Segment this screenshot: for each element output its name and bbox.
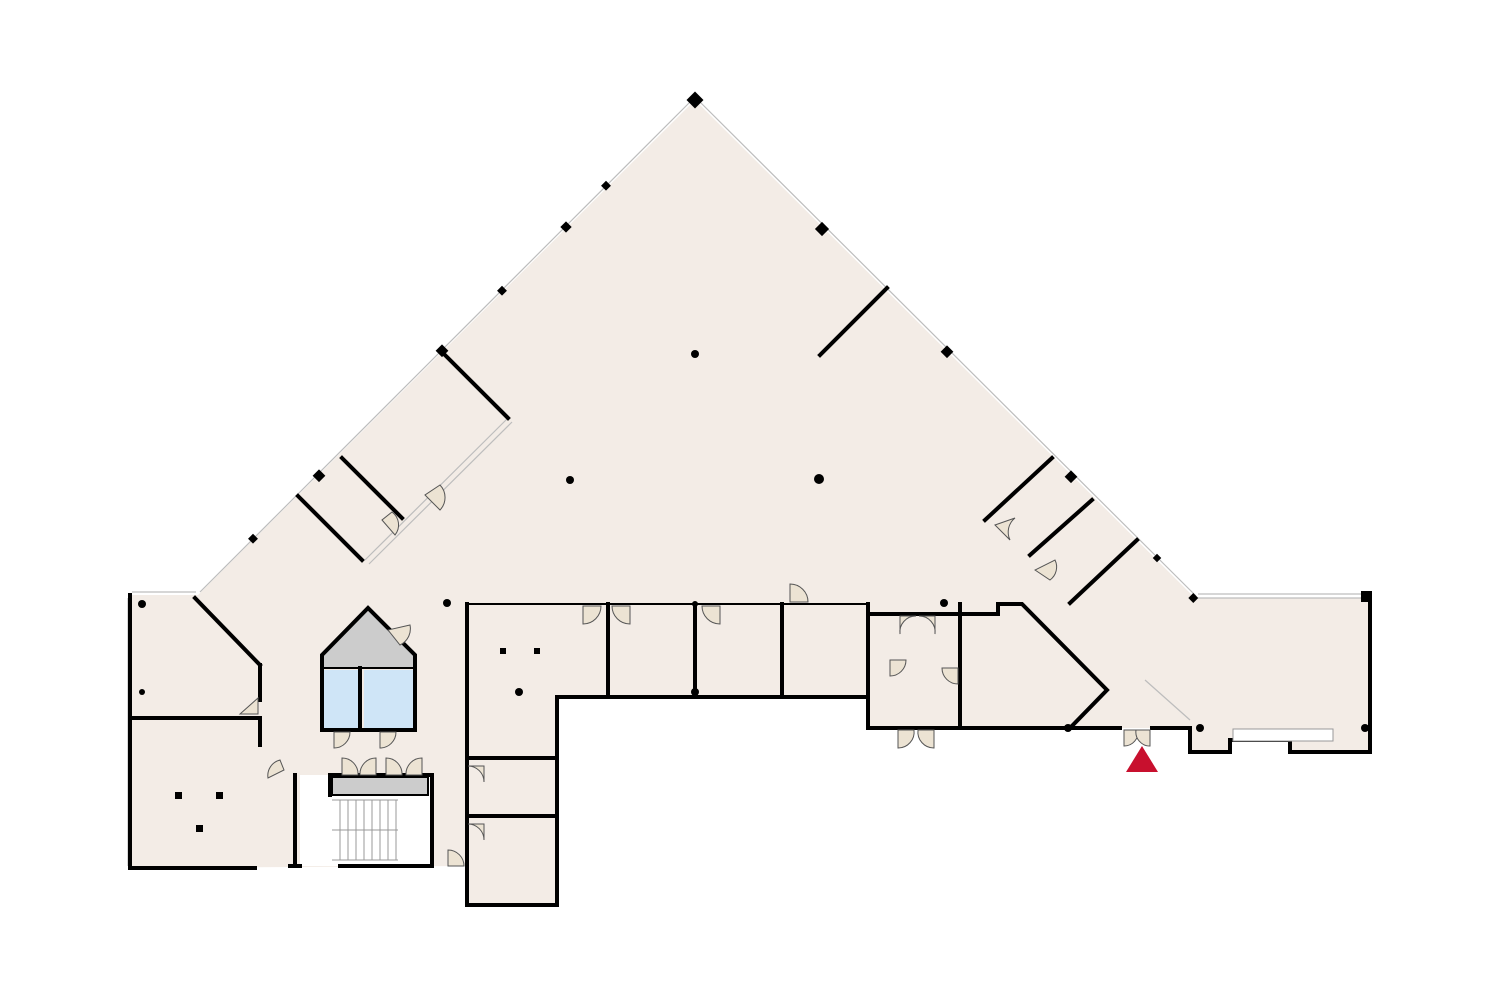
shaft <box>331 776 429 796</box>
pillars <box>175 91 1372 832</box>
doors <box>238 484 1151 867</box>
toilet-room-2 <box>364 670 413 728</box>
toilet-core-walls <box>320 605 417 732</box>
columns <box>138 350 1369 732</box>
kitchen-counter <box>1232 728 1334 742</box>
stair-steps <box>332 799 398 861</box>
toilet-room-1 <box>324 670 360 728</box>
toilet-core-shaft <box>322 608 415 668</box>
floor-area <box>130 100 1368 905</box>
walls <box>128 285 1372 907</box>
entrance-marker-icon <box>1126 746 1158 772</box>
